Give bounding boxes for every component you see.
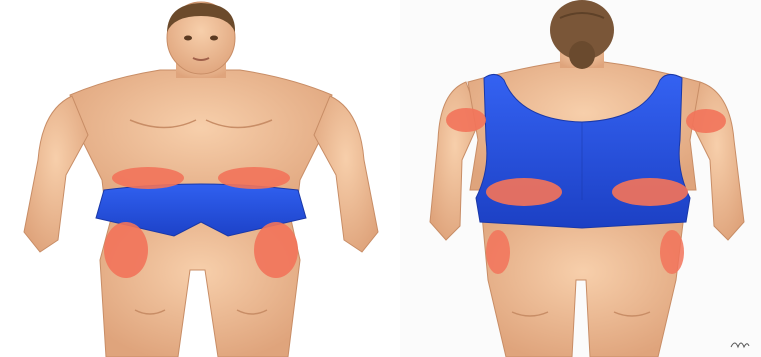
back-figure: [400, 0, 761, 357]
site-abdomen-right: [218, 167, 290, 189]
site-buttock-left: [486, 178, 562, 206]
back-view-panel: [400, 0, 761, 357]
front-view-panel: [0, 0, 400, 357]
site-upper-arm-right: [686, 109, 726, 133]
site-abdomen-left: [112, 167, 184, 189]
site-upper-arm-left: [446, 108, 486, 132]
back-arm-right: [690, 82, 744, 240]
front-arm-right: [314, 96, 378, 252]
front-arm-left: [24, 96, 88, 252]
back-bun: [569, 41, 595, 69]
site-buttock-right: [612, 178, 688, 206]
back-legs: [482, 215, 684, 357]
artist-signature: [729, 337, 751, 351]
site-thigh-right: [254, 222, 298, 278]
site-thigh-back-right: [660, 230, 684, 274]
site-thigh-left: [104, 222, 148, 278]
front-figure: [0, 0, 400, 357]
site-thigh-back-left: [486, 230, 510, 274]
